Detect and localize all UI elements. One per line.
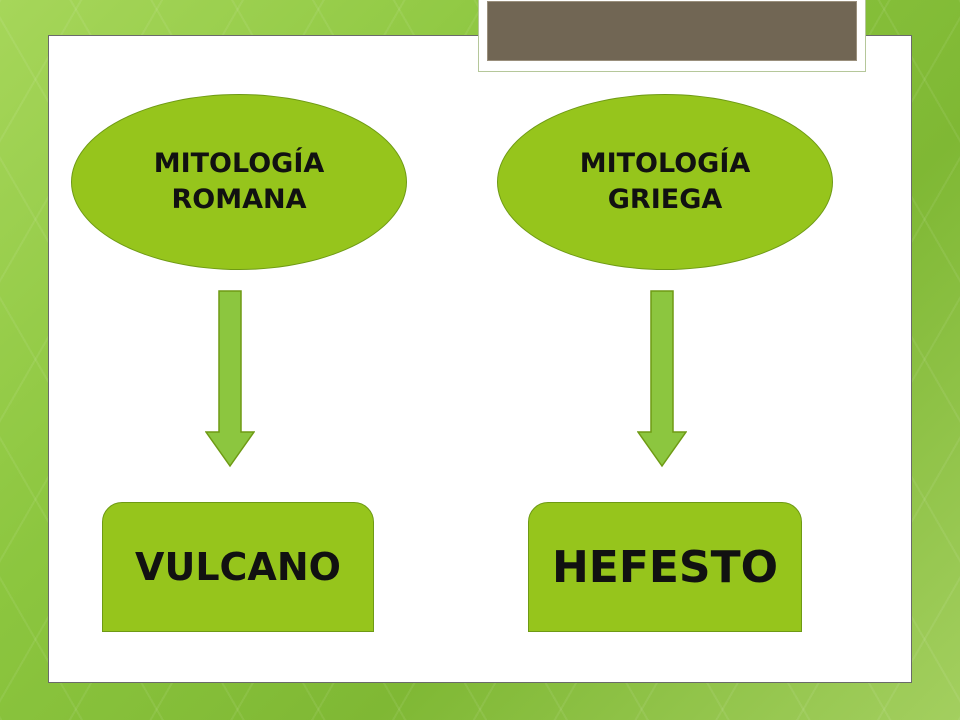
- arrow-down-icon: [637, 290, 687, 468]
- node-vulcano: VULCANO: [102, 502, 374, 632]
- node-mitologia-griega: MITOLOGÍA GRIEGA: [497, 94, 833, 270]
- arrow-down-icon: [205, 290, 255, 468]
- node-mitologia-romana: MITOLOGÍA ROMANA: [71, 94, 407, 270]
- title-tab-inner: [487, 1, 857, 61]
- edge-romana-vulcano: [205, 290, 255, 468]
- edge-griega-hefesto: [637, 290, 687, 468]
- title-tab: [478, 0, 866, 72]
- node-hefesto: HEFESTO: [528, 502, 802, 632]
